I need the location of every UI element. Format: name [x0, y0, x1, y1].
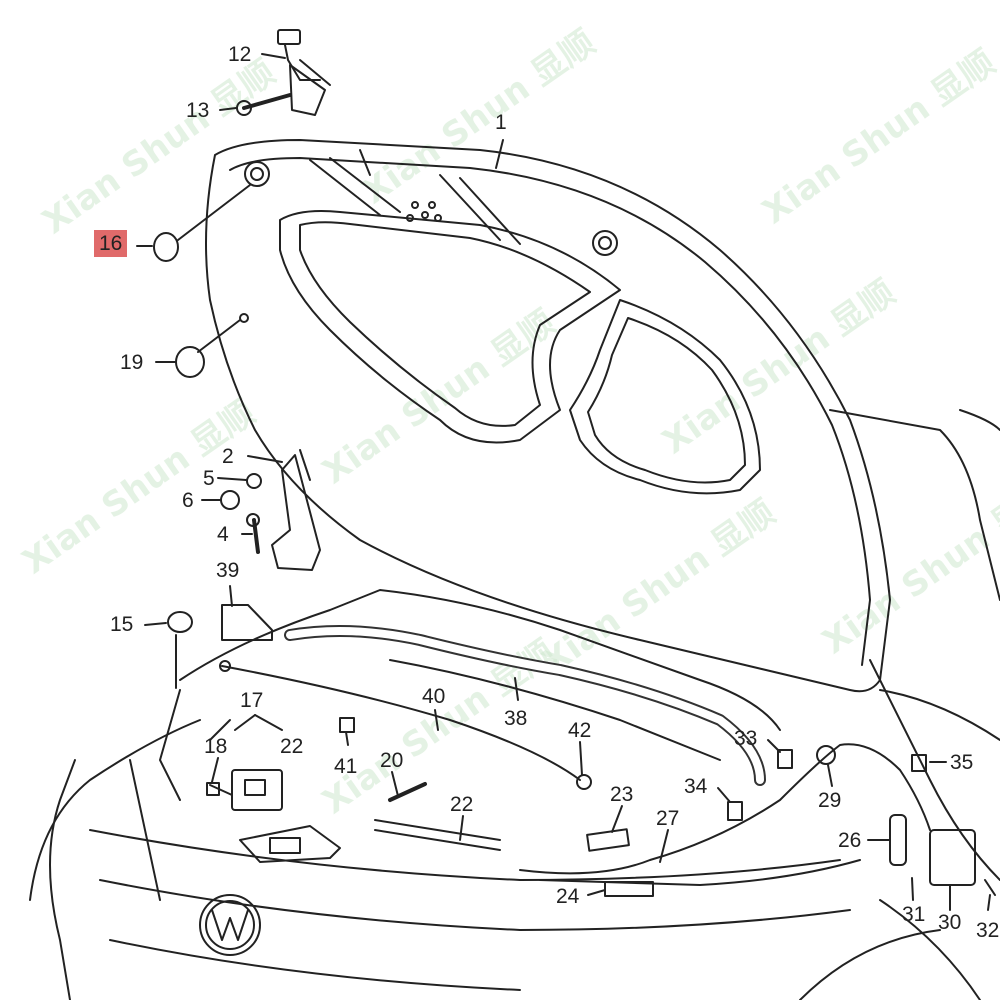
vw-badge [199, 894, 261, 956]
callout-39: 39 [216, 559, 240, 582]
callout-30: 30 [938, 911, 962, 934]
callout-15: 15 [110, 613, 134, 636]
callout-40: 40 [422, 685, 446, 708]
hood-inner-frame [279, 210, 621, 444]
callout-22a: 22 [280, 735, 304, 758]
callout-32: 32 [976, 919, 1000, 942]
callout-20: 20 [380, 749, 404, 772]
callout-1: 1 [495, 111, 507, 134]
callout-6: 6 [182, 489, 194, 512]
callout-2: 2 [222, 445, 234, 468]
callout-23: 23 [610, 783, 634, 806]
callout-18: 18 [204, 735, 228, 758]
callout-29: 29 [818, 789, 842, 812]
callout-24: 24 [556, 885, 580, 908]
part-16-buffer [153, 232, 179, 262]
callout-5: 5 [203, 467, 215, 490]
callout-38: 38 [504, 707, 528, 730]
callout-31: 31 [902, 903, 926, 926]
callout-12: 12 [228, 43, 252, 66]
callout-35: 35 [950, 751, 974, 774]
callout-33: 33 [734, 727, 758, 750]
callout-22b: 22 [450, 793, 474, 816]
callout-26: 26 [838, 829, 862, 852]
callout-13: 13 [186, 99, 210, 122]
callout-27: 27 [656, 807, 680, 830]
callout-34: 34 [684, 775, 708, 798]
callout-41: 41 [334, 755, 358, 778]
hood-latch [231, 769, 283, 811]
release-cable-27 [519, 743, 931, 875]
callout-17: 17 [240, 689, 264, 712]
callout-4: 4 [217, 523, 229, 546]
callout-42: 42 [568, 719, 592, 742]
hood-hinge [271, 454, 321, 571]
hood-panel [205, 139, 891, 693]
release-cable-40 [221, 665, 581, 781]
callout-19: 19 [120, 351, 144, 374]
callout-16: 16 [94, 230, 128, 257]
